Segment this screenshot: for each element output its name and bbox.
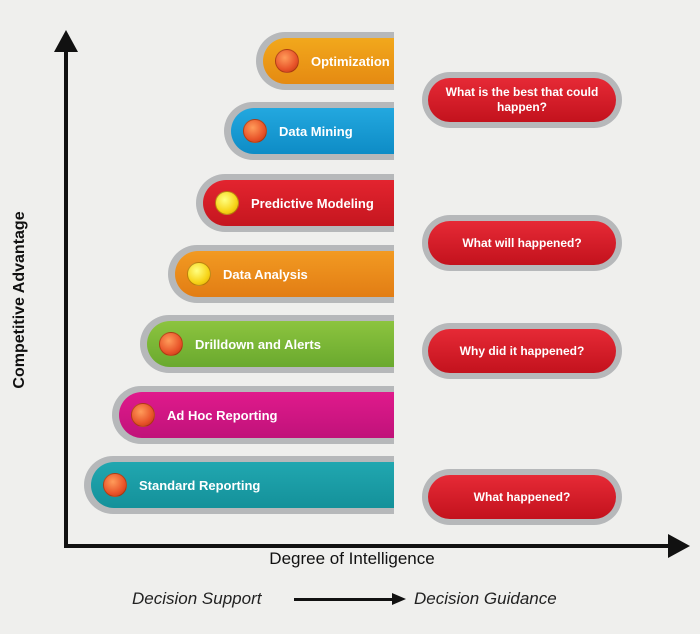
y-axis-arrowhead <box>54 30 78 52</box>
question-what-happened: What happened? <box>422 469 622 525</box>
question-best-outcome: What is the best that could happen? <box>422 72 622 128</box>
step-band: Data Mining <box>231 108 394 154</box>
x-axis-arrowhead <box>668 534 690 558</box>
question-what-will-happen: What will happened? <box>422 215 622 271</box>
step-ad-hoc-reporting: Ad Hoc Reporting <box>112 386 394 444</box>
step-band: Ad Hoc Reporting <box>119 392 394 438</box>
decision-support-label: Decision Support <box>132 589 262 608</box>
progression-arrow-line <box>294 598 394 601</box>
step-label: Optimization <box>311 53 390 69</box>
step-data-analysis: Data Analysis <box>168 245 394 303</box>
decision-guidance-label: Decision Guidance <box>414 589 557 608</box>
step-band: Optimization <box>263 38 394 84</box>
y-axis-line <box>64 48 68 548</box>
x-axis-label: Degree of Intelligence <box>269 549 435 568</box>
bullet-icon <box>159 332 183 356</box>
question-text: What is the best that could happen? <box>428 78 616 122</box>
step-predictive-modeling: Predictive Modeling <box>196 174 394 232</box>
step-label: Standard Reporting <box>139 477 261 493</box>
question-text: What happened? <box>428 475 616 519</box>
step-band: Data Analysis <box>175 251 394 297</box>
bullet-icon <box>187 262 211 286</box>
x-axis-line <box>64 544 674 548</box>
step-optimization: Optimization <box>256 32 394 90</box>
step-label: Ad Hoc Reporting <box>167 407 278 423</box>
bullet-icon <box>103 473 127 497</box>
y-axis-label: Competitive Advantage <box>11 211 28 389</box>
step-drilldown-alerts: Drilldown and Alerts <box>140 315 394 373</box>
bullet-icon <box>275 49 299 73</box>
bullet-icon <box>243 119 267 143</box>
progression-arrow-icon <box>392 593 406 605</box>
step-label: Drilldown and Alerts <box>195 336 321 352</box>
step-band: Drilldown and Alerts <box>147 321 394 367</box>
bullet-icon <box>215 191 239 215</box>
step-label: Predictive Modeling <box>251 195 374 211</box>
step-data-mining: Data Mining <box>224 102 394 160</box>
step-label: Data Mining <box>279 123 353 139</box>
step-label: Data Analysis <box>223 266 308 282</box>
step-band: Standard Reporting <box>91 462 394 508</box>
step-standard-reporting: Standard Reporting <box>84 456 394 514</box>
question-text: Why did it happened? <box>428 329 616 373</box>
step-band: Predictive Modeling <box>203 180 394 226</box>
question-why: Why did it happened? <box>422 323 622 379</box>
bullet-icon <box>131 403 155 427</box>
question-text: What will happened? <box>428 221 616 265</box>
